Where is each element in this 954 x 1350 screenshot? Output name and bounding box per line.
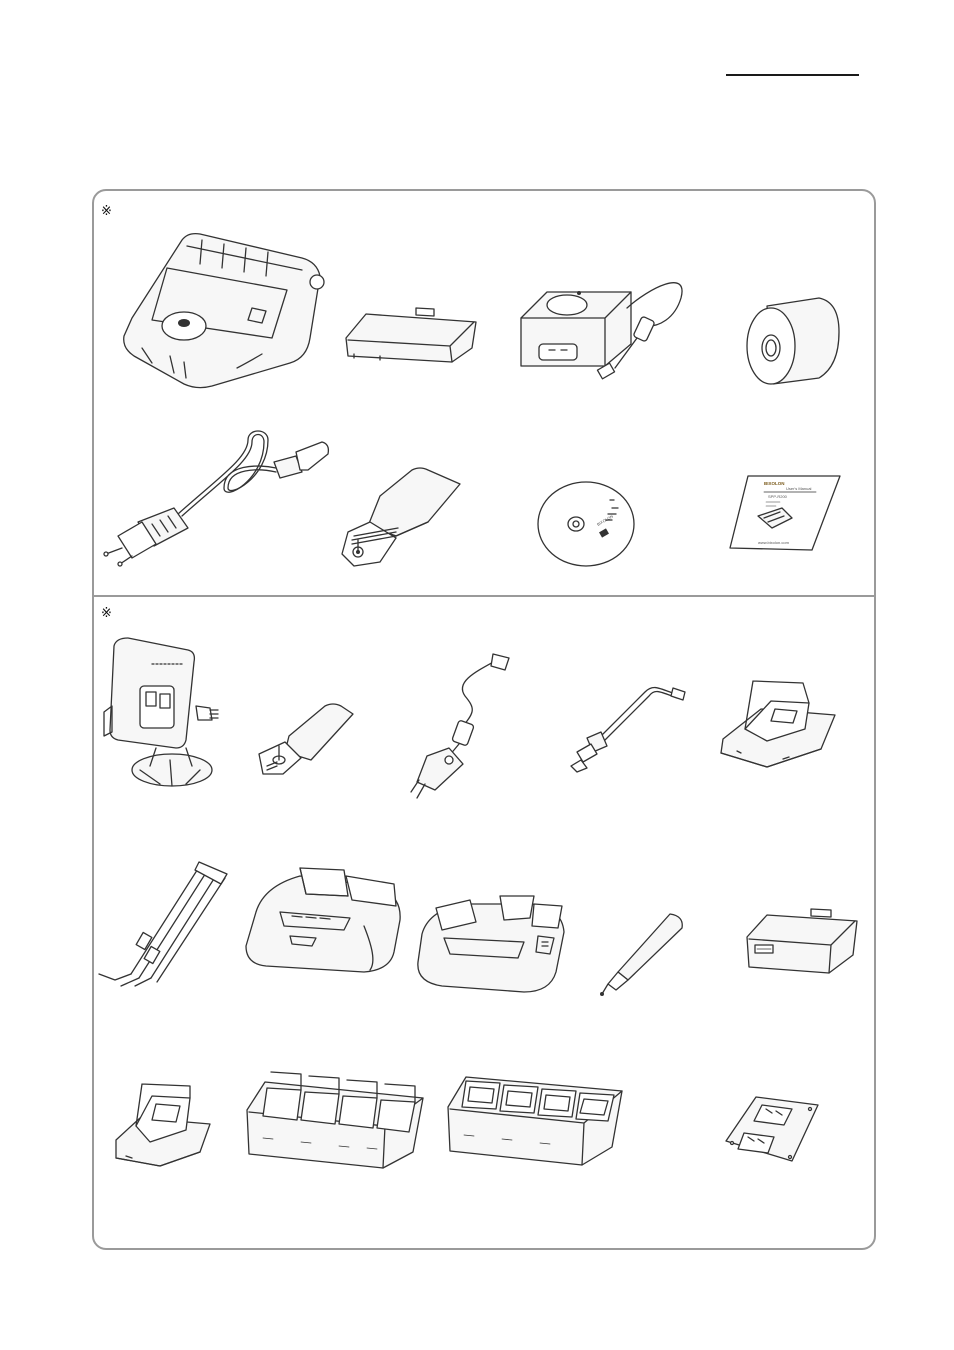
manual-brand-text: BIXOLON [764,481,785,486]
stylus-image [598,912,685,998]
single-charger-image [717,679,839,770]
quad-battery-charger-image [444,1067,626,1167]
section-divider [94,595,874,597]
power-adapter-image [519,268,685,386]
optional-section-marker: ※ [101,607,112,620]
header-rule [726,74,859,76]
mounting-plate-image [722,1095,819,1165]
manual-model-text: SPP-R200 [768,494,788,499]
battery-pack-image [344,300,477,364]
power-cord-image [98,428,333,568]
manual-title-text: User's Manual [786,486,812,491]
paper-roll-image [745,296,841,387]
mobile-printer-image [112,228,332,393]
vehicle-charger-image [405,652,515,800]
case-open-image [414,886,570,994]
extended-battery-image [745,907,858,976]
belt-clip-optional-image [253,700,354,776]
manual-footer-text: www.bixolon.com [758,540,790,545]
user-manual-image: BIXOLON User's Manual SPP-R200 www.bixol… [728,474,841,552]
vehicle-cradle-image [100,636,225,789]
cd-image: BIXOLON [536,480,636,568]
battery-charger-image [112,1082,213,1167]
standard-section-marker: ※ [101,205,112,218]
belt-clip-image [340,466,463,570]
usb-cable-image [569,680,688,772]
shoulder-strap-image [91,862,228,988]
quad-charger-image [243,1068,427,1171]
carrying-case-image [244,866,405,974]
